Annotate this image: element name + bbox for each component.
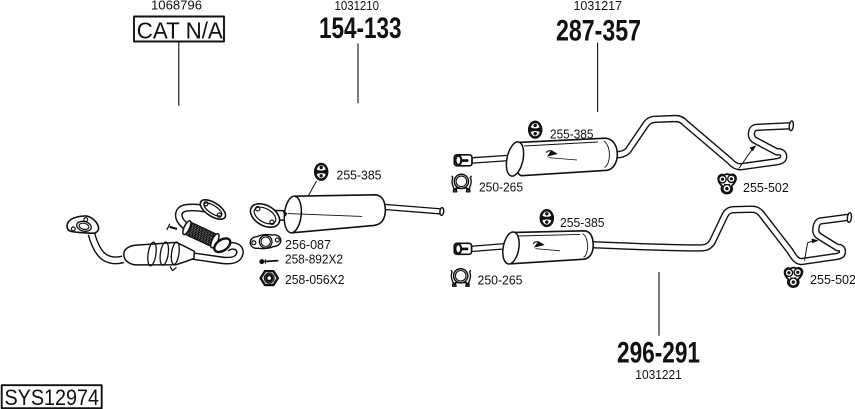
svg-text:258-892X2: 258-892X2 [285,252,343,267]
svg-text:250-265: 250-265 [479,180,523,195]
svg-text:250-265: 250-265 [478,273,523,288]
svg-text:1031217: 1031217 [574,0,623,13]
svg-text:SYS12974: SYS12974 [5,385,100,409]
svg-text:296-291: 296-291 [617,337,700,370]
svg-text:287-357: 287-357 [556,14,641,47]
svg-text:CAT N/A: CAT N/A [137,17,223,43]
svg-text:258-056X2: 258-056X2 [285,272,345,287]
svg-text:255-502: 255-502 [810,272,855,287]
svg-text:256-087: 256-087 [285,237,331,252]
svg-text:255-385: 255-385 [550,127,594,142]
svg-text:255-385: 255-385 [337,167,382,182]
svg-text:1068796: 1068796 [151,0,202,13]
svg-text:1031221: 1031221 [635,367,682,382]
svg-text:255-502: 255-502 [743,180,789,195]
svg-text:1031210: 1031210 [335,0,380,13]
svg-text:255-385: 255-385 [560,215,605,230]
svg-text:154-133: 154-133 [319,12,402,45]
